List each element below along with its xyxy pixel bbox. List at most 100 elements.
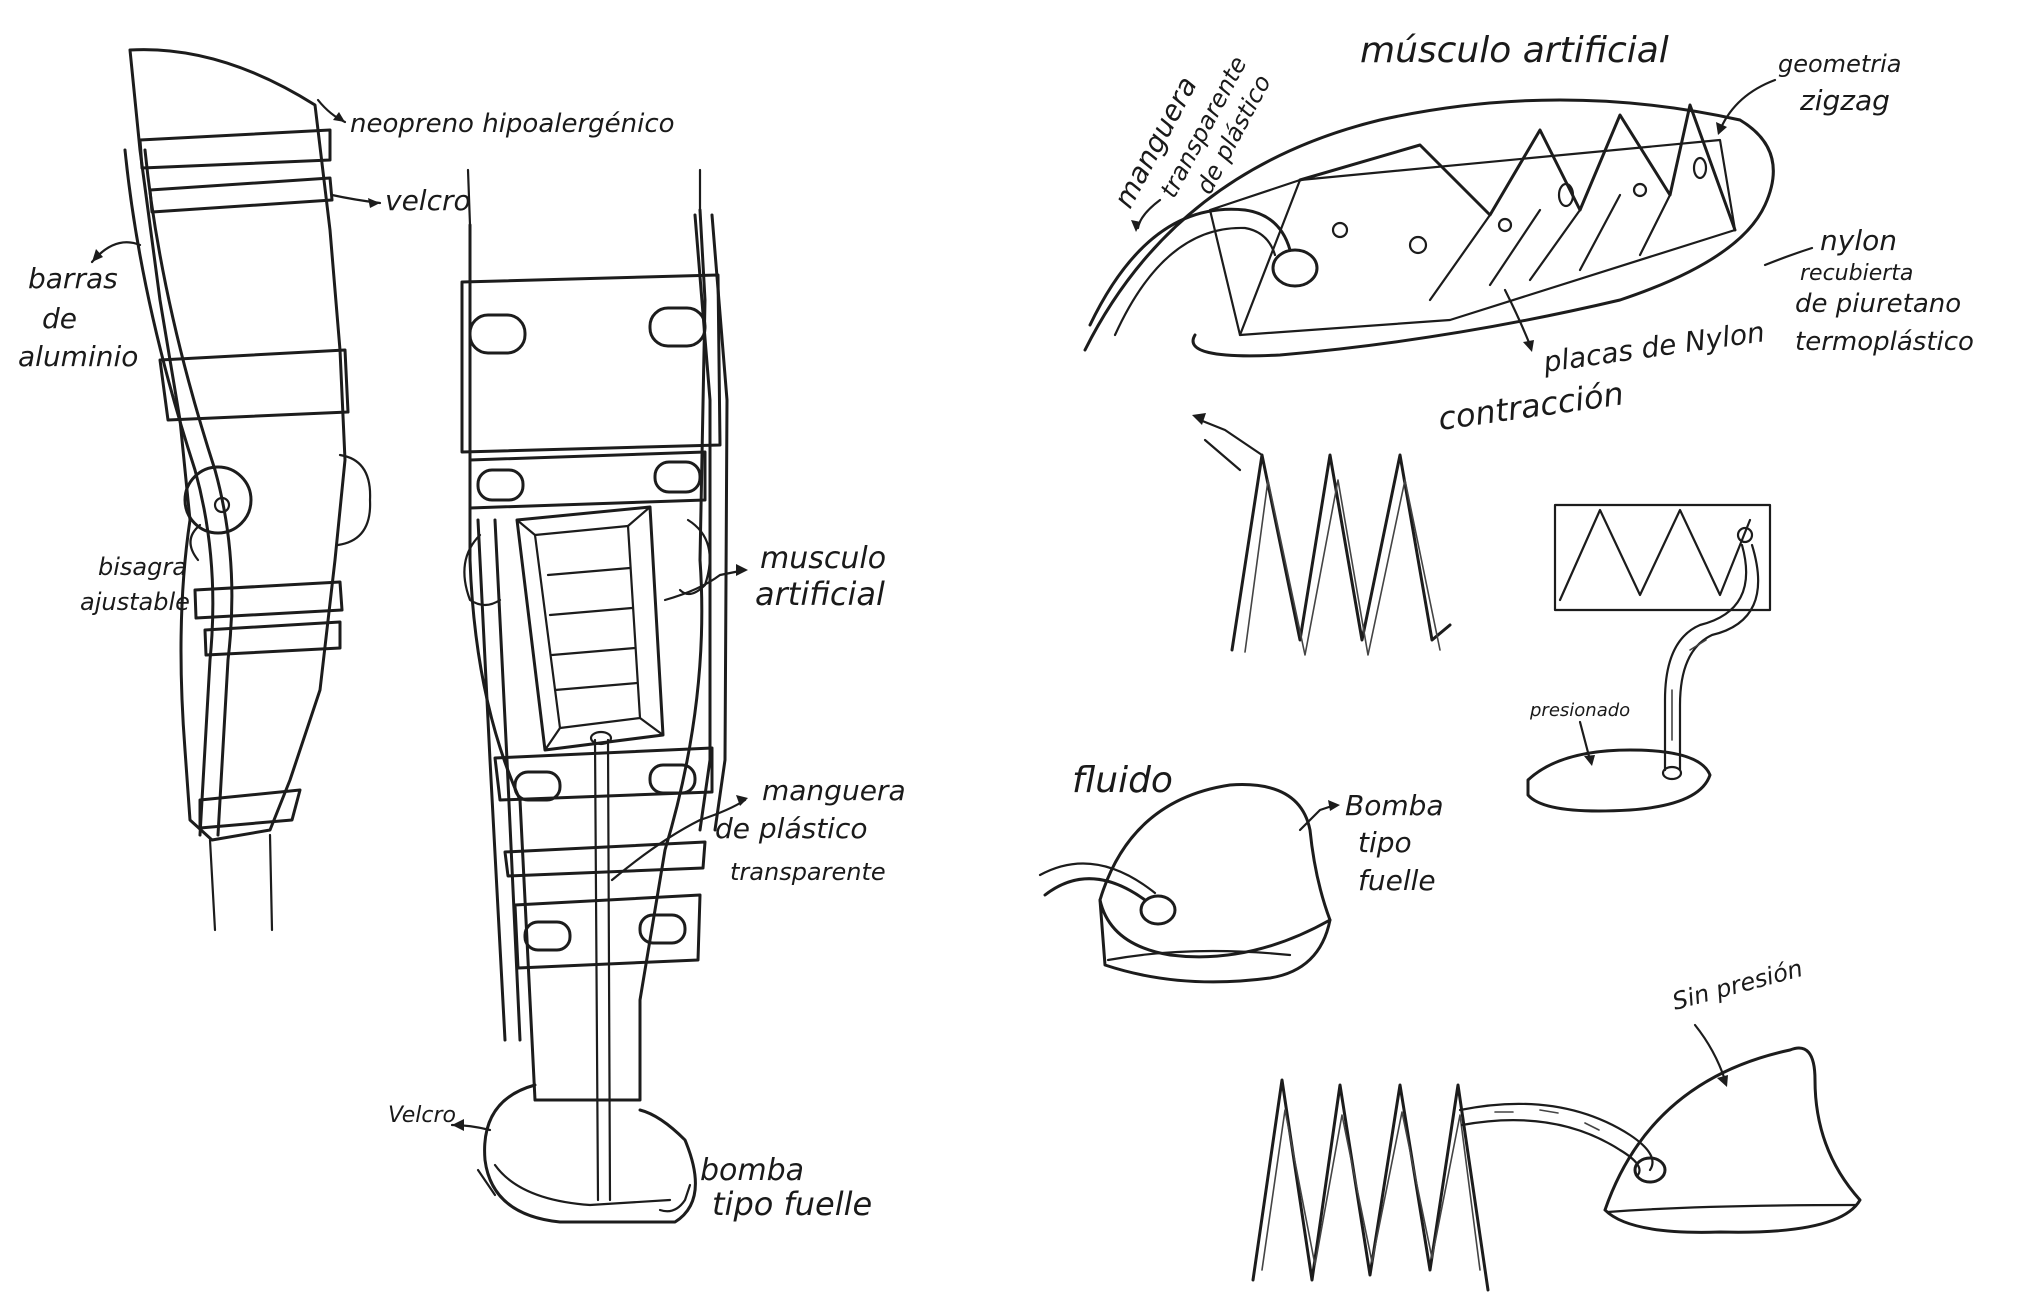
bellows-pump-detail: fluido Bomba tipo fuelle bbox=[1040, 760, 1444, 982]
pressed-zigzag bbox=[1560, 510, 1750, 600]
label-placas: placas de Nylon bbox=[1540, 315, 1766, 379]
top-hose-outer bbox=[1090, 209, 1290, 325]
fluid-hose-a bbox=[1045, 879, 1145, 900]
calf-slot-3l bbox=[525, 922, 570, 950]
plate-hole-5 bbox=[1634, 184, 1646, 196]
label-neopreno: neopreno hipoalergénico bbox=[350, 109, 675, 139]
label-manguera-leg-1: manguera bbox=[762, 774, 906, 807]
label-fluido: fluido bbox=[1072, 760, 1173, 801]
muscle-tray bbox=[1210, 140, 1735, 335]
label-nylon-2: recubierta bbox=[1800, 261, 1913, 286]
label-nylon-4: termoplástico bbox=[1795, 327, 1974, 357]
leader-bomba bbox=[660, 1185, 690, 1211]
label-barras-3: aluminio bbox=[18, 340, 138, 373]
pump-base bbox=[1100, 900, 1330, 982]
leg-lower-back bbox=[270, 835, 272, 930]
label-contraccion: contracción bbox=[1436, 374, 1626, 438]
contraction-arrow-shaft bbox=[1200, 420, 1262, 455]
bar-right-a bbox=[695, 215, 710, 830]
back-view-brace: musculo artificial manguera de plástico … bbox=[388, 170, 906, 1223]
plate-hole-3 bbox=[1499, 219, 1511, 231]
muscle-ridges bbox=[548, 568, 637, 690]
knee-bulge-right bbox=[680, 520, 710, 594]
leader-barras bbox=[92, 242, 140, 262]
arrow-geometria bbox=[1716, 122, 1727, 135]
contraction-zigzag-inner bbox=[1245, 480, 1440, 655]
pressed-pump bbox=[1528, 750, 1710, 811]
no-pressure-detail: Sin presión bbox=[1253, 954, 1860, 1290]
strap-calf-2 bbox=[205, 622, 340, 655]
leader-musculo bbox=[665, 570, 745, 600]
bar-right-b bbox=[712, 215, 727, 830]
pump-dome bbox=[1100, 785, 1330, 957]
label-manguera-leg-3: transparente bbox=[730, 858, 886, 886]
contraction-zigzag-outer bbox=[1232, 455, 1450, 650]
arrow-sin-presion bbox=[1717, 1075, 1728, 1087]
leg-lower-front bbox=[210, 840, 215, 930]
contraction-arrow-shaft-2 bbox=[1205, 440, 1240, 470]
muscle-housing-outer bbox=[517, 507, 663, 750]
label-nylon-1: nylon bbox=[1820, 224, 1897, 257]
calf-slot-1r bbox=[650, 765, 695, 793]
arrow-velcro-top bbox=[368, 198, 380, 208]
hose-right bbox=[608, 740, 610, 1200]
label-bomba-mid-1: Bomba bbox=[1345, 789, 1444, 822]
foot-sole bbox=[495, 1165, 670, 1205]
label-bomba-leg-2: tipo fuelle bbox=[712, 1185, 872, 1223]
knee-slot-right bbox=[655, 462, 700, 492]
back-leg-outline bbox=[470, 210, 705, 1100]
contraction-arrowhead bbox=[1192, 413, 1206, 425]
plate-hole-6 bbox=[1694, 158, 1706, 178]
calf-slot-1l bbox=[515, 772, 560, 800]
calf-slot-3r bbox=[640, 915, 685, 943]
pressed-pump-port bbox=[1663, 767, 1681, 779]
leader-sin-presion bbox=[1695, 1025, 1725, 1080]
label-bisagra-2: ajustable bbox=[80, 588, 190, 616]
pressed-frame bbox=[1555, 505, 1770, 610]
relaxed-pump-rim bbox=[1608, 1205, 1855, 1212]
label-presionado: presionado bbox=[1529, 700, 1630, 721]
relaxed-hose-b bbox=[1462, 1120, 1640, 1175]
relaxed-hose-a bbox=[1460, 1104, 1653, 1170]
leader-manguera-top bbox=[1138, 200, 1160, 228]
arrow-musculo bbox=[736, 564, 748, 576]
plate-hole-1 bbox=[1333, 223, 1347, 237]
label-bomba-mid-2: tipo bbox=[1358, 826, 1412, 859]
muscle-detail: músculo artificial manguera transparente… bbox=[1085, 30, 1974, 379]
muscle-housing-inner bbox=[535, 526, 640, 728]
cuff-slot-right bbox=[650, 308, 705, 346]
hose-left bbox=[595, 740, 598, 1200]
plate-hole-2 bbox=[1410, 237, 1426, 253]
knee-slot-left bbox=[478, 470, 523, 500]
strap-top-2 bbox=[150, 178, 332, 212]
label-musculo-title: músculo artificial bbox=[1360, 30, 1669, 71]
zigzag-sides bbox=[1240, 180, 1670, 335]
cuff-slot-left bbox=[470, 315, 525, 353]
calf-band-3 bbox=[515, 895, 700, 968]
leader-geometria bbox=[1720, 80, 1775, 130]
pressed-flow-marks bbox=[1672, 640, 1706, 740]
top-hose-inner bbox=[1115, 228, 1275, 335]
label-musculo-1: musculo bbox=[760, 541, 886, 576]
aluminium-bar-front bbox=[125, 150, 213, 835]
contraction-detail: contracción presionado bbox=[1192, 374, 1770, 811]
calf-band-2 bbox=[505, 842, 705, 876]
relaxed-zigzag-inner bbox=[1262, 1110, 1480, 1270]
bar-left-a bbox=[478, 520, 505, 1040]
label-velcro-top: velcro bbox=[385, 184, 471, 217]
upper-cuff bbox=[462, 275, 720, 452]
label-bomba-mid-3: fuelle bbox=[1358, 864, 1436, 897]
arrow-presionado bbox=[1584, 755, 1595, 766]
label-nylon-3: de piuretano bbox=[1795, 289, 1961, 319]
arrow-bomba-mid bbox=[1328, 800, 1340, 811]
hose-fitting bbox=[1273, 250, 1317, 286]
arrow-placas bbox=[1523, 340, 1534, 352]
label-sin-presion: Sin presión bbox=[1669, 954, 1805, 1016]
label-manguera-leg-2: de plástico bbox=[715, 812, 867, 845]
label-velcro-foot: Velcro bbox=[388, 1103, 456, 1128]
label-bomba-leg-1: bomba bbox=[700, 1153, 804, 1188]
arrow-barras bbox=[92, 249, 103, 262]
strap-top-1 bbox=[140, 130, 330, 168]
